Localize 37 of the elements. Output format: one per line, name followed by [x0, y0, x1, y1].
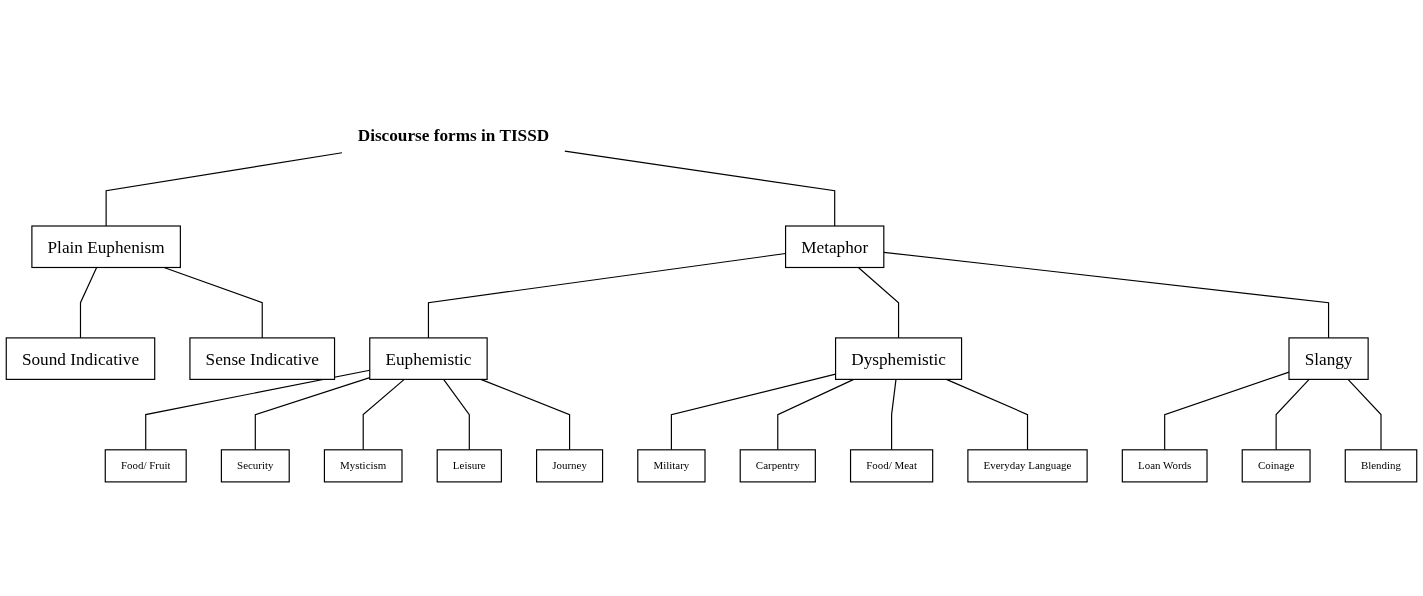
- node-box: Security: [220, 449, 290, 483]
- connector: [145, 369, 371, 451]
- connector: [362, 378, 405, 451]
- connector: [1164, 371, 1290, 451]
- node-box: Loan Words: [1121, 449, 1208, 483]
- connector: [79, 266, 98, 339]
- node-box: Slangy: [1288, 337, 1369, 380]
- connector: [254, 377, 371, 451]
- connector: [105, 152, 343, 227]
- connector: [857, 266, 900, 339]
- node-box: Leisure: [436, 449, 502, 483]
- connector: [891, 378, 897, 451]
- connector: [945, 378, 1029, 451]
- node-box: Metaphor: [785, 225, 885, 269]
- connector: [1275, 378, 1310, 451]
- node-box: Coinage: [1241, 449, 1311, 483]
- node-box: Blending: [1344, 449, 1418, 483]
- connector: [480, 378, 571, 451]
- connector: [883, 251, 1330, 339]
- connector: [1347, 378, 1382, 451]
- node-box: Food/ Fruit: [104, 449, 187, 483]
- node-box: Sound Indicative: [5, 337, 156, 380]
- connector: [564, 150, 836, 227]
- connector: [163, 266, 263, 339]
- node-box: Plain Euphenism: [31, 225, 181, 269]
- node-box: Euphemistic: [369, 337, 488, 380]
- node-box: Dysphemistic: [835, 337, 963, 380]
- node-box: Sense Indicative: [189, 337, 336, 380]
- connector: [777, 378, 855, 451]
- connector: [443, 378, 470, 451]
- node-box: Mysticism: [323, 449, 403, 483]
- node-text: Discourse forms in TISSD: [357, 125, 550, 145]
- node-box: Carpentry: [739, 449, 816, 483]
- node-box: Military: [637, 449, 706, 483]
- node-box: Food/ Meat: [849, 449, 934, 483]
- node-box: Journey: [536, 449, 604, 483]
- node-box: Everyday Language: [967, 449, 1088, 483]
